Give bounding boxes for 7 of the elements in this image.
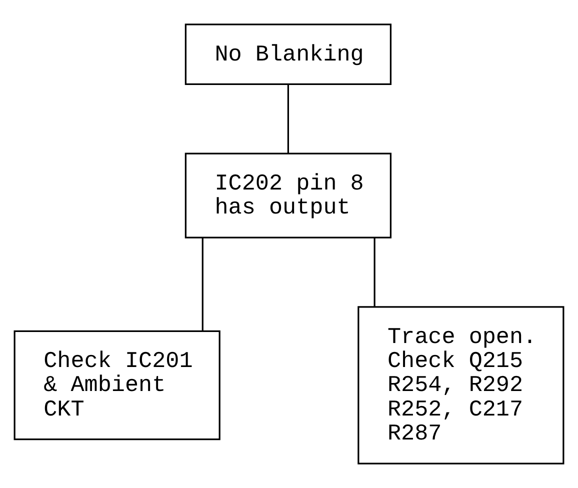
- connector: [202, 238, 204, 331]
- node-box: Trace open. Check Q215 R254, R292 R252, C217 R287: [358, 306, 564, 464]
- connector: [374, 238, 376, 307]
- node-box: Check IC201 & Ambient CKT: [14, 330, 220, 440]
- connector: [287, 84, 289, 154]
- node-box: IC202 pin 8 has output: [184, 152, 392, 238]
- node-box: No Blanking: [184, 24, 392, 85]
